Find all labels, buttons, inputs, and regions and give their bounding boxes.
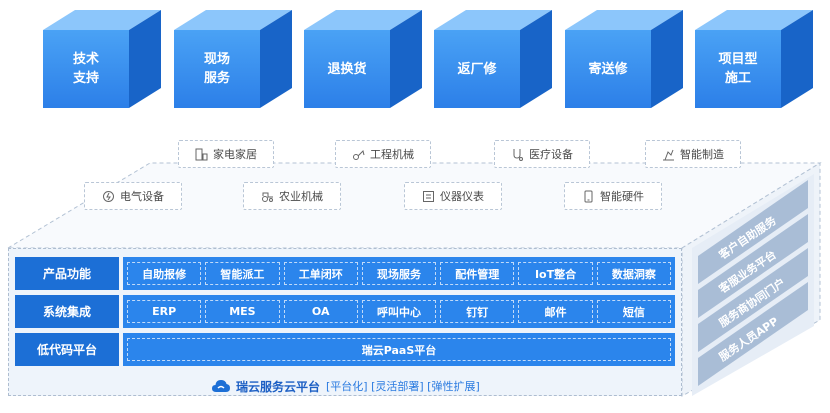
cube-label: 项目型 施工 — [695, 30, 781, 108]
tractor-icon — [262, 192, 273, 202]
device-icon — [584, 190, 593, 202]
row-label: 低代码平台 — [15, 333, 119, 366]
cube-faces — [565, 10, 683, 108]
row-lowcode-platform: 低代码平台 瑞云PaaS平台 — [15, 333, 675, 366]
platform-tags: [平台化] [灵活部署] [弹性扩展] — [326, 380, 480, 393]
tag-label: 智能制造 — [680, 148, 724, 161]
side-band — [698, 248, 808, 352]
row-cells: 瑞云PaaS平台 — [123, 333, 675, 366]
tag-label: 医疗设备 — [529, 148, 573, 161]
cloud-icon — [212, 380, 230, 392]
feature-cell: MES — [205, 300, 280, 323]
feature-cell: 呼叫中心 — [361, 300, 437, 323]
service-cube: 返厂修 — [434, 10, 552, 108]
tag-label: 农业机械 — [279, 190, 323, 203]
tag-label: 工程机械 — [370, 148, 414, 161]
platform-brand: 瑞云服务云平台 — [236, 379, 321, 394]
feature-cell: 邮件 — [518, 300, 593, 323]
feature-cell: OA — [283, 300, 358, 323]
service-cube: 寄送修 — [565, 10, 683, 108]
cube-faces — [695, 10, 813, 108]
tag-label: 仪器仪表 — [440, 190, 484, 203]
medical-icon — [513, 148, 523, 161]
side-panel-bg — [692, 174, 814, 396]
industry-tag: 电气设备 — [84, 182, 182, 210]
side-band — [698, 180, 808, 284]
feature-cell: 配件管理 — [440, 262, 515, 285]
feature-cell: ERP — [127, 300, 202, 323]
cube-faces — [43, 10, 161, 108]
service-cube: 退换货 — [304, 10, 422, 108]
service-cube: 技术 支持 — [43, 10, 161, 108]
instrument-icon — [423, 190, 434, 202]
feature-cell: IoT整合 — [518, 262, 593, 285]
service-cube: 项目型 施工 — [695, 10, 813, 108]
cube-faces — [434, 10, 552, 108]
cube-label: 现场 服务 — [174, 30, 260, 108]
side-band — [698, 282, 808, 386]
industry-tag: 家电家居 — [178, 140, 274, 168]
industry-tag: 工程机械 — [335, 140, 431, 168]
cube-faces — [304, 10, 422, 108]
row-label: 系统集成 — [15, 295, 119, 328]
side-band — [698, 214, 808, 318]
row-label: 产品功能 — [15, 257, 119, 290]
furniture-icon — [195, 148, 208, 160]
feature-cell: 自助报修 — [127, 262, 202, 285]
industry-tag: 医疗设备 — [494, 140, 590, 168]
feature-cell: 瑞云PaaS平台 — [127, 338, 671, 361]
feature-cell: 现场服务 — [361, 262, 437, 285]
tag-label: 智能硬件 — [600, 190, 644, 203]
platform-footer: 瑞云服务云平台 [平台化] [灵活部署] [弹性扩展] — [212, 377, 480, 395]
cube-label: 技术 支持 — [43, 30, 129, 108]
feature-cell: 数据洞察 — [596, 262, 671, 285]
industry-tag: 农业机械 — [243, 182, 341, 210]
tag-label: 电气设备 — [120, 190, 164, 203]
engineering-icon — [353, 149, 365, 160]
feature-cell: 短信 — [596, 300, 671, 323]
electric-icon — [103, 190, 114, 202]
cube-faces — [174, 10, 292, 108]
service-cube: 现场 服务 — [174, 10, 292, 108]
feature-cell: 钉钉 — [440, 300, 515, 323]
tag-label: 家电家居 — [213, 148, 257, 161]
cube-label: 返厂修 — [434, 30, 520, 108]
industry-tag: 仪器仪表 — [404, 182, 502, 210]
cube-label: 退换货 — [304, 30, 390, 108]
cube-label: 寄送修 — [565, 30, 651, 108]
feature-cell: 智能派工 — [205, 262, 280, 285]
manufacturing-icon — [663, 149, 674, 160]
industry-tag: 智能制造 — [645, 140, 741, 168]
feature-cell: 工单闭环 — [283, 262, 358, 285]
industry-tag: 智能硬件 — [564, 182, 662, 210]
side-panel — [692, 174, 814, 396]
